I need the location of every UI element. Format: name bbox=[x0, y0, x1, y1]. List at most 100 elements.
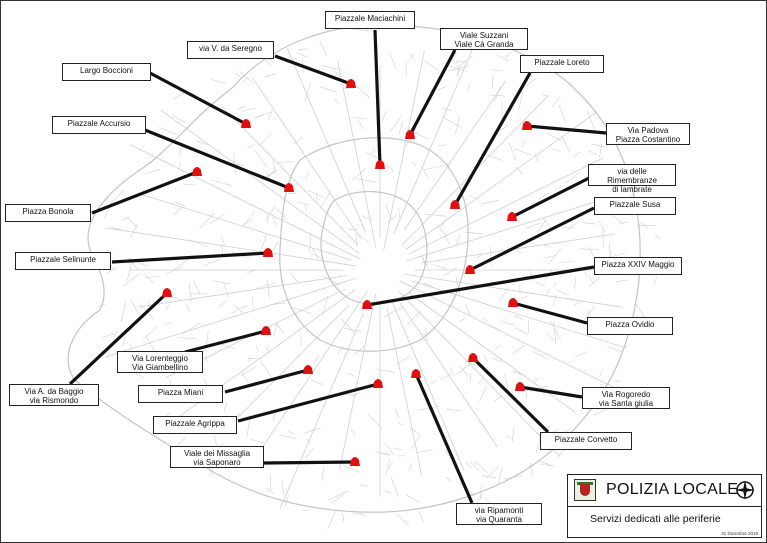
street-segment bbox=[585, 270, 587, 277]
location-label-rogoredo[interactable]: Via Rogoredo via Santa giulia bbox=[582, 387, 670, 409]
location-marker-icon[interactable] bbox=[303, 365, 313, 374]
street-segment bbox=[246, 419, 251, 438]
street-segment bbox=[305, 448, 314, 459]
location-marker-icon[interactable] bbox=[450, 200, 460, 209]
location-label-baggio[interactable]: Via A. da Baggio via Rismondo bbox=[9, 384, 99, 406]
location-label-xxivmaggio[interactable]: Piazza XXIV Maggio bbox=[594, 257, 682, 275]
location-marker-icon[interactable] bbox=[468, 353, 478, 362]
street-segment bbox=[384, 490, 391, 494]
street-segment bbox=[511, 344, 526, 355]
street-segment bbox=[163, 322, 172, 326]
street-segment bbox=[268, 110, 273, 121]
street-segment bbox=[377, 368, 396, 373]
location-marker-icon[interactable] bbox=[362, 300, 372, 309]
street-segment bbox=[126, 216, 139, 229]
street-segment bbox=[456, 67, 462, 77]
street-segment bbox=[122, 333, 127, 347]
location-label-agrippa[interactable]: Piazzale Agrippa bbox=[153, 416, 237, 434]
location-marker-icon[interactable] bbox=[507, 212, 517, 221]
location-label-miani[interactable]: Piazza Miani bbox=[138, 385, 223, 403]
street-segment bbox=[430, 263, 447, 270]
street-radial bbox=[405, 111, 598, 251]
street-segment bbox=[588, 150, 598, 156]
street-segment bbox=[518, 90, 524, 111]
location-label-corvetto[interactable]: Piazzale Corvetto bbox=[540, 432, 632, 450]
location-label-ripamonti[interactable]: via Ripamonti via Quaranta bbox=[456, 503, 542, 525]
location-marker-icon[interactable] bbox=[284, 183, 294, 192]
street-segment bbox=[241, 76, 249, 83]
location-marker-icon[interactable] bbox=[411, 369, 421, 378]
street-segment bbox=[351, 391, 361, 398]
street-segment bbox=[551, 96, 561, 107]
street-segment bbox=[371, 148, 376, 154]
location-label-selinunte[interactable]: Piazzale Selinunte bbox=[15, 252, 111, 270]
street-segment bbox=[272, 160, 276, 175]
street-segment bbox=[143, 168, 161, 175]
street-segment bbox=[239, 70, 255, 85]
street-segment bbox=[437, 144, 447, 147]
street-segment bbox=[593, 408, 608, 416]
street-radial bbox=[383, 50, 425, 251]
street-segment bbox=[231, 305, 247, 314]
location-marker-icon[interactable] bbox=[350, 457, 360, 466]
street-segment bbox=[381, 160, 395, 172]
location-marker-icon[interactable] bbox=[508, 298, 518, 307]
street-segment bbox=[555, 289, 569, 297]
street-segment bbox=[241, 211, 255, 229]
street-segment bbox=[256, 282, 277, 289]
location-marker-icon[interactable] bbox=[465, 265, 475, 274]
location-marker-icon[interactable] bbox=[241, 119, 251, 128]
street-segment bbox=[419, 332, 426, 336]
location-label-accursio[interactable]: Piazzale Accursio bbox=[52, 116, 146, 134]
location-label-rimembranze[interactable]: via delle Rimembranze di lambrate bbox=[588, 164, 676, 194]
location-marker-icon[interactable] bbox=[515, 382, 525, 391]
location-marker-icon[interactable] bbox=[261, 326, 271, 335]
location-label-missaglia[interactable]: Viale dei Missaglia via Saponaro bbox=[170, 446, 264, 468]
location-label-ovidio[interactable]: Piazza Ovidio bbox=[587, 317, 673, 335]
location-marker-icon[interactable] bbox=[162, 288, 172, 297]
location-label-lorenteggio[interactable]: Via Lorenteggio Via Giambellino bbox=[117, 351, 203, 373]
street-segment bbox=[111, 226, 123, 231]
street-radial bbox=[129, 144, 361, 260]
street-segment bbox=[408, 463, 413, 471]
street-segment bbox=[490, 325, 501, 332]
street-segment bbox=[405, 494, 420, 503]
street-segment bbox=[469, 195, 479, 200]
street-segment bbox=[559, 260, 575, 264]
street-segment bbox=[293, 136, 304, 145]
street-segment bbox=[543, 218, 552, 229]
street-segment bbox=[173, 259, 189, 271]
location-marker-icon[interactable] bbox=[405, 130, 415, 139]
location-label-boccioni[interactable]: Largo Boccioni bbox=[62, 63, 151, 81]
street-segment bbox=[614, 379, 622, 383]
location-marker-icon[interactable] bbox=[192, 167, 202, 176]
street-segment bbox=[174, 201, 186, 207]
street-segment bbox=[599, 221, 606, 232]
street-radial bbox=[160, 109, 360, 254]
street-segment bbox=[421, 253, 425, 265]
street-segment bbox=[389, 116, 402, 132]
street-segment bbox=[327, 508, 337, 529]
location-label-seregno[interactable]: via V. da Seregno bbox=[187, 41, 274, 59]
street-segment bbox=[534, 281, 546, 287]
street-segment bbox=[583, 222, 596, 225]
street-segment bbox=[237, 105, 245, 111]
location-marker-icon[interactable] bbox=[373, 379, 383, 388]
street-segment bbox=[276, 208, 288, 221]
street-radial bbox=[391, 301, 465, 471]
location-marker-icon[interactable] bbox=[375, 160, 385, 169]
location-label-loreto[interactable]: Piazzale Loreto bbox=[520, 55, 604, 73]
location-label-padova[interactable]: Via Padova Piazza Costantino bbox=[606, 123, 690, 145]
location-marker-icon[interactable] bbox=[346, 79, 356, 88]
street-segment bbox=[445, 409, 462, 412]
street-segment bbox=[108, 189, 124, 207]
location-marker-icon[interactable] bbox=[263, 248, 273, 257]
street-segment bbox=[534, 154, 539, 162]
street-segment bbox=[540, 463, 555, 467]
location-label-suzzani[interactable]: Viale Suzzani Viale Cà Granda bbox=[440, 28, 528, 50]
street-segment bbox=[392, 447, 402, 451]
location-label-bonola[interactable]: Piazza Bonola bbox=[5, 204, 91, 222]
location-marker-icon[interactable] bbox=[522, 121, 532, 130]
location-label-maciachini[interactable]: Piazzale Maciachini bbox=[325, 11, 415, 29]
location-label-susa[interactable]: Piazzale Susa bbox=[594, 197, 676, 215]
